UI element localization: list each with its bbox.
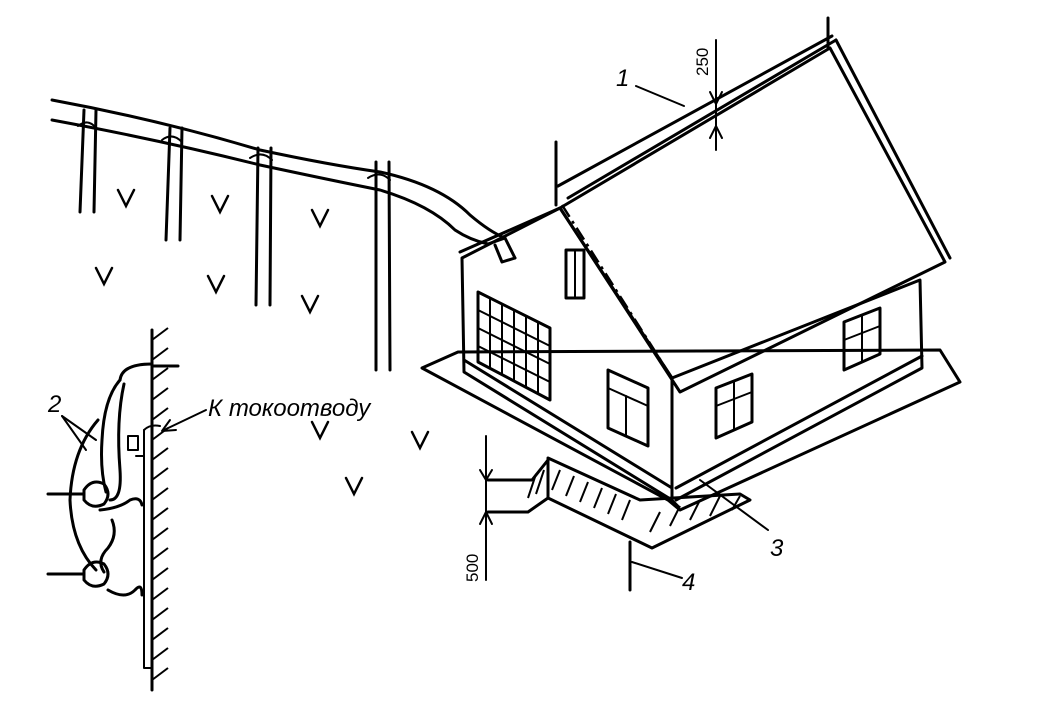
pole-detail-inset: 2 К токоотводу — [46, 327, 372, 692]
leader-line-2 — [61, 415, 97, 441]
callout-2: 2 — [47, 391, 61, 418]
front-small-window — [606, 368, 650, 448]
to-down-conductor-label: К токоотводу — [208, 395, 372, 422]
dimension-500: 500 — [463, 435, 493, 582]
leader-line-3 — [699, 479, 769, 531]
grass-tuft — [310, 208, 330, 229]
earthing-strip — [546, 456, 752, 550]
grass-tuft — [210, 194, 230, 215]
buried-electrode — [486, 458, 550, 514]
side-wall — [670, 278, 924, 502]
leader-line-4 — [631, 561, 683, 579]
roof — [558, 46, 947, 394]
pole — [367, 160, 392, 372]
leader-line-1 — [635, 85, 685, 107]
callout-4: 4 — [682, 569, 695, 596]
grass-tuft — [410, 430, 430, 451]
grass-tuft — [300, 294, 320, 315]
grass-tuft — [344, 476, 364, 497]
insulator-lower — [82, 560, 110, 588]
pole — [161, 126, 184, 242]
dimension-250: 250 — [693, 39, 723, 151]
front-window — [476, 290, 552, 402]
callout-3: 3 — [770, 535, 784, 562]
grass-tuft — [94, 266, 114, 287]
lightning-protection — [486, 16, 834, 592]
side-window — [842, 306, 882, 372]
ridge-air-termination-wire — [556, 34, 834, 188]
insulator-upper — [82, 480, 110, 508]
grounding-wire — [143, 429, 153, 669]
dimension-500-text: 500 — [463, 554, 482, 582]
grass-tufts — [94, 188, 430, 497]
grass-tuft — [116, 188, 136, 209]
pole — [249, 146, 273, 307]
down-conductor — [560, 204, 681, 509]
ground-plate — [420, 348, 962, 512]
arrow-to-down-conductor — [163, 409, 207, 431]
dimension-250-text: 250 — [693, 48, 712, 76]
line-wire-upper — [50, 98, 507, 240]
side-window — [714, 372, 754, 440]
grass-tuft — [206, 274, 226, 295]
callout-1: 1 — [616, 65, 629, 92]
house — [420, 38, 962, 512]
grass-tuft — [310, 420, 330, 441]
overhead-power-line — [50, 98, 507, 372]
pole — [77, 108, 98, 214]
leader-line-2 — [61, 415, 87, 451]
line-wire-lower — [50, 118, 490, 246]
